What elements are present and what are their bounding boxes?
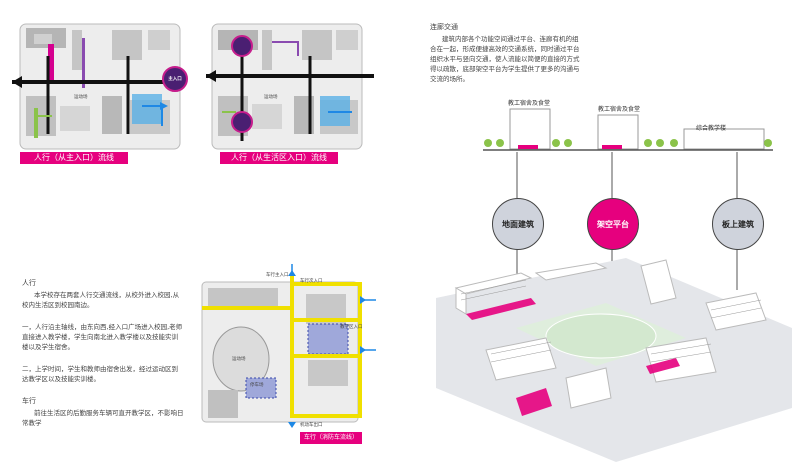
section-elevation-svg: [483, 108, 773, 151]
circle-elevated-platform-label: 架空平台: [597, 219, 629, 229]
caption-living-entrance: 人行（从生活区入口）流线: [220, 152, 338, 164]
vehicle-label-parking: 停车场: [250, 383, 264, 388]
vehicle-label-secondary-entrance: 车行次入口: [300, 279, 323, 284]
intro-title: 连廊交通: [430, 23, 458, 31]
plan-diagram-living-entrance: 运动场: [202, 16, 382, 156]
caption-main-entrance: 人行（从主入口）流线: [20, 152, 128, 164]
pedestrian-title: 人行: [22, 279, 36, 287]
circle-podium-building: 板上建筑: [712, 198, 764, 250]
caption-vehicle: 车行（消防车流线）: [300, 432, 362, 444]
plan-diagram-main-entrance: 运动场 主入口: [12, 16, 192, 156]
intro-body: 建筑内部各个功能空间通过平台、连廊有机的组合在一起，形成便捷高效的交通系统，同时…: [430, 35, 580, 83]
pedestrian-paragraph-3: 二，上学时间，学生和教师由宿舍出发，经过运动区到达教学区以及技能实训楼。: [22, 365, 178, 383]
vehicle-label-field: 运动场: [232, 357, 246, 362]
circle-ground-building: 地面建筑: [492, 198, 544, 250]
main-entrance-label: 主入口: [168, 77, 182, 82]
pedestrian-paragraph-2: 一，人行沿主轴线，由东向西,经入口广场进入校园,老师直接进入教学楼，学生向南北进…: [22, 323, 183, 351]
section-elevation: [478, 95, 778, 165]
pedestrian-paragraph-1: 本学校存在两套人行交通流线，从校外进入校园,从校内生活区到校园南边。: [22, 291, 180, 309]
field-label: 运动场: [74, 95, 88, 100]
building-label-3: 综合教学楼: [696, 125, 727, 132]
axonometric-svg: [436, 258, 792, 462]
plan-diagram-vehicle: 车行主入口 车行次入口 教学区入口 机动车出口 运动场 停车场: [196, 264, 386, 434]
axonometric-view: [436, 258, 792, 462]
building-label-2: 教工宿舍及食堂: [598, 106, 641, 113]
plan-vehicle-svg: [201, 264, 376, 428]
main-entrance-circle: 主入口: [162, 66, 188, 92]
circle-podium-building-label: 板上建筑: [722, 219, 754, 229]
vehicle-title: 车行: [22, 397, 36, 405]
building-label-1: 教工宿舍及食堂: [508, 100, 551, 107]
plan-living-entrance-svg: [206, 23, 374, 150]
circle-ground-building-label: 地面建筑: [502, 219, 534, 229]
field-label-mid: 运动场: [264, 95, 278, 100]
vehicle-label-main-entrance: 车行主入口: [266, 273, 289, 278]
circle-elevated-platform: 架空平台: [587, 198, 639, 250]
plan-main-entrance-svg: [12, 23, 182, 150]
vehicle-label-teaching-entrance: 教学区入口: [340, 325, 363, 330]
vehicle-body: 前往生活区的后勤服务车辆可直开教学区，不影响日常教学: [22, 409, 184, 427]
vehicle-label-exit: 机动车出口: [300, 423, 323, 428]
